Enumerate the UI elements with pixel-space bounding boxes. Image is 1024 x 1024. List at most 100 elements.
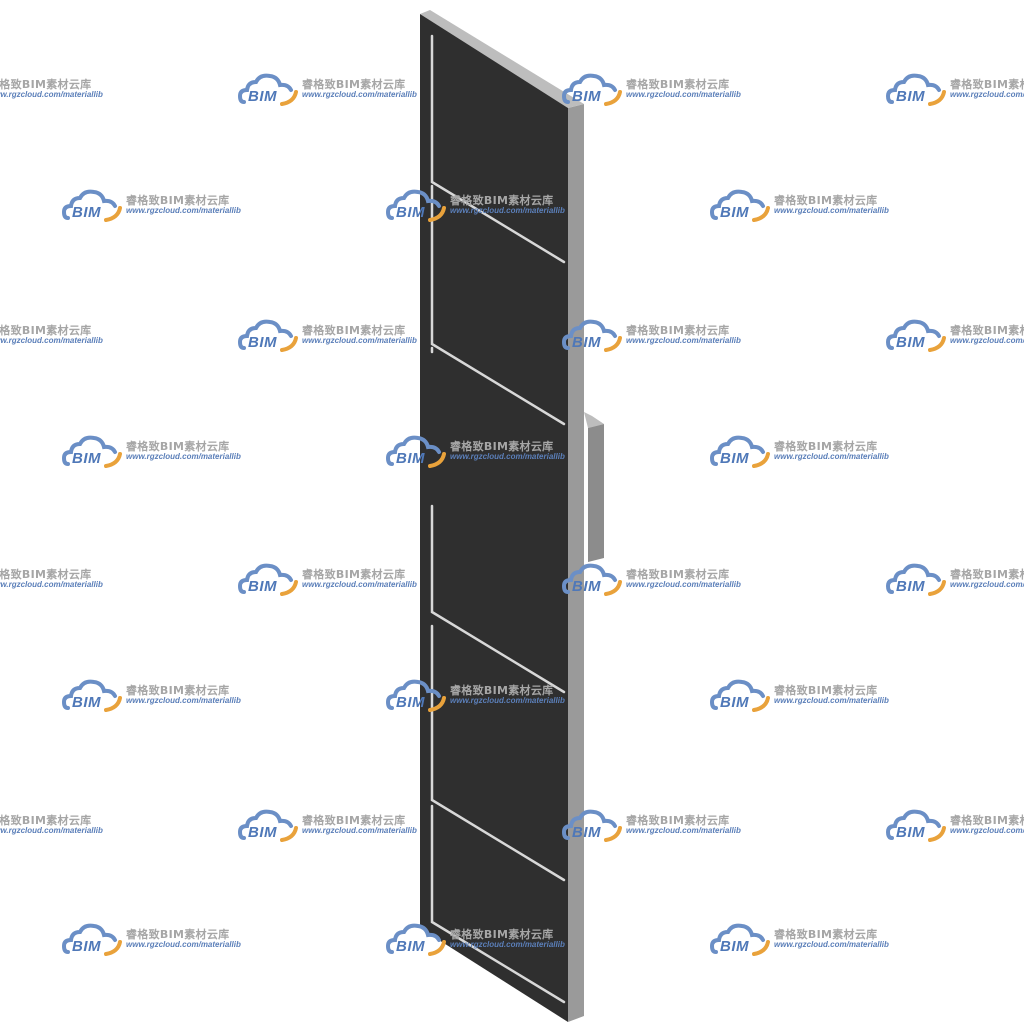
hinge-bracket-top — [584, 412, 604, 428]
watermark-url: www.rgzcloud.com/materiallib — [302, 826, 417, 835]
door-top-face — [420, 10, 584, 108]
watermark-url: www.rgzcloud.com/materiallib — [450, 940, 565, 949]
watermark-brand: 睿格致BIM素材云库 — [126, 194, 230, 207]
watermark-url: www.rgzcloud.com/materiallib — [450, 206, 565, 215]
watermark-url: www.rgzcloud.com/materiallib — [774, 206, 889, 215]
watermark-url: www.rgzcloud.com/materiallib — [0, 580, 103, 589]
groove-2 — [430, 184, 566, 426]
watermark-url: www.rgzcloud.com/materiallib — [950, 336, 1024, 345]
watermark-brand: 睿格致BIM素材云库 — [626, 814, 730, 827]
watermark-brand: 睿格致BIM素材云库 — [626, 324, 730, 337]
watermark-url: www.rgzcloud.com/materiallib — [950, 90, 1024, 99]
watermark: BIM 睿格致BIM素材云库www.rgzcloud.com/materialli… — [886, 808, 1024, 848]
watermark: BIM睿格致BIM素材云库www.rgzcloud.com/materialli… — [0, 808, 124, 848]
watermark-brand: 睿格致BIM素材云库 — [0, 324, 92, 337]
watermark-logo-text: BIM — [572, 334, 601, 351]
watermark-brand: 睿格致BIM素材云库 — [774, 684, 878, 697]
cloud-logo-icon — [238, 563, 298, 596]
watermark-logo-text: BIM — [572, 578, 601, 595]
watermark-logo-text: BIM — [248, 88, 277, 105]
watermark-logo-text: BIM — [720, 450, 749, 467]
cloud-logo-icon — [62, 189, 122, 222]
cloud-logo-icon — [710, 923, 770, 956]
watermark-url: www.rgzcloud.com/materiallib — [450, 452, 565, 461]
watermark: BIM睿格致BIM素材云库www.rgzcloud.com/materialli… — [0, 562, 124, 602]
cloud-logo-icon — [62, 923, 122, 956]
watermark: BIM睿格致BIM素材云库www.rgzcloud.com/materialli… — [0, 72, 124, 112]
watermark-logo-text: BIM — [248, 578, 277, 595]
cloud-logo-icon — [386, 189, 446, 222]
cloud-logo-icon — [386, 679, 446, 712]
watermark-logo-text: BIM — [248, 334, 277, 351]
watermark-logo-text: BIM — [396, 694, 425, 711]
watermark-url: www.rgzcloud.com/materiallib — [126, 696, 241, 705]
watermark-logo-text: BIM — [896, 578, 925, 595]
cloud-logo-icon — [886, 563, 946, 596]
watermark-brand: 睿格致BIM素材云库 — [450, 440, 554, 453]
watermark-url: www.rgzcloud.com/materiallib — [126, 206, 241, 215]
watermark-brand: 睿格致BIM素材云库 — [302, 78, 406, 91]
cloud-logo-icon — [710, 189, 770, 222]
cloud-logo-icon — [62, 435, 122, 468]
cloud-logo-icon — [238, 319, 298, 352]
watermark-logo-text: BIM — [896, 334, 925, 351]
watermark-url: www.rgzcloud.com/materiallib — [302, 336, 417, 345]
watermark-brand: 睿格致BIM素材云库 — [302, 324, 406, 337]
watermark-url: www.rgzcloud.com/materiallib — [774, 696, 889, 705]
watermark-url: www.rgzcloud.com/materiallib — [774, 940, 889, 949]
watermark-logo-text: BIM — [896, 824, 925, 841]
watermark-url: www.rgzcloud.com/materiallib — [126, 452, 241, 461]
watermark-url: www.rgzcloud.com/materiallib — [0, 90, 103, 99]
watermark-brand: 睿格致BIM素材云库 — [450, 684, 554, 697]
groove-4 — [430, 504, 566, 694]
cloud-logo-icon — [710, 435, 770, 468]
watermark-logo-text: BIM — [72, 204, 101, 221]
watermark-logo-text: BIM — [396, 204, 425, 221]
cloud-logo-icon — [562, 319, 622, 352]
watermark-brand: 睿格致BIM素材云库 — [0, 78, 92, 91]
watermark-url: www.rgzcloud.com/materiallib — [950, 826, 1024, 835]
watermark-brand: 睿格致BIM素材云库 — [950, 324, 1024, 337]
watermark-url: www.rgzcloud.com/materiallib — [950, 580, 1024, 589]
watermark-logo-text: BIM — [572, 824, 601, 841]
watermark: BIM 睿格致BIM素材云库www.rgzcloud.com/materialli… — [886, 562, 1024, 602]
cloud-logo-icon — [386, 435, 446, 468]
watermark-brand: 睿格致BIM素材云库 — [302, 814, 406, 827]
watermark-logo-text: BIM — [72, 938, 101, 955]
watermark-brand: 睿格致BIM素材云库 — [950, 814, 1024, 827]
watermark-brand: 睿格致BIM素材云库 — [450, 194, 554, 207]
watermark-url: www.rgzcloud.com/materiallib — [0, 826, 103, 835]
watermark-brand: 睿格致BIM素材云库 — [774, 440, 878, 453]
watermark-logo-text: BIM — [720, 694, 749, 711]
door-front-face — [420, 14, 568, 1022]
watermark-logo-text: BIM — [572, 88, 601, 105]
watermark-brand: 睿格致BIM素材云库 — [626, 568, 730, 581]
watermark-brand: 睿格致BIM素材云库 — [302, 568, 406, 581]
watermark-brand: 睿格致BIM素材云库 — [126, 928, 230, 941]
watermark-brand: 睿格致BIM素材云库 — [950, 568, 1024, 581]
cloud-logo-icon — [238, 809, 298, 842]
watermark-logo-text: BIM — [72, 694, 101, 711]
watermark-logo-text: BIM — [896, 88, 925, 105]
cloud-logo-icon — [62, 679, 122, 712]
cloud-logo-icon — [886, 809, 946, 842]
watermark-url: www.rgzcloud.com/materiallib — [302, 580, 417, 589]
watermark-brand: 睿格致BIM素材云库 — [774, 928, 878, 941]
